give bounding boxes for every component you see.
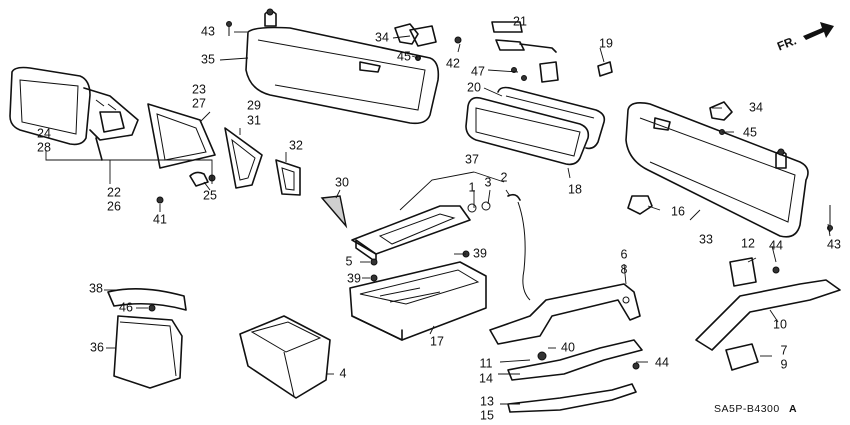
callout-2: 2	[501, 170, 508, 184]
direction-label: FR.	[775, 33, 798, 53]
callout-25: 25	[203, 188, 217, 202]
callout-28: 28	[37, 140, 51, 154]
callout-34b: 34	[749, 100, 763, 114]
callout-22: 22	[107, 185, 121, 199]
callout-45b: 45	[743, 125, 757, 139]
callout-31: 31	[247, 113, 261, 127]
callout-30: 30	[335, 175, 349, 189]
callout-27: 27	[192, 96, 206, 110]
sunglass-holder	[107, 288, 187, 389]
callout-33: 33	[699, 232, 713, 246]
callout-19: 19	[599, 36, 613, 50]
sun-visor-right	[625, 101, 833, 238]
callout-12: 12	[741, 236, 755, 250]
callout-7: 7	[781, 343, 788, 357]
glove-box	[349, 261, 487, 341]
diagram-reference-code: SA5P-B4300 A	[714, 403, 797, 415]
front-direction-indicator: FR.	[775, 22, 834, 54]
callout-37: 37	[465, 152, 479, 166]
callout-38: 38	[89, 281, 103, 295]
callout-23: 23	[192, 82, 206, 96]
callout-14: 14	[479, 371, 493, 385]
callout-45: 45	[397, 49, 411, 63]
diagram-code-suffix: A	[789, 403, 797, 415]
callout-29: 29	[247, 98, 261, 112]
roof-console	[351, 193, 531, 301]
callout-47: 47	[471, 64, 485, 78]
callout-46: 46	[119, 300, 133, 314]
callout-26: 26	[107, 199, 121, 213]
rearview-mirror	[454, 21, 613, 166]
leader-lines	[45, 21, 831, 405]
outside-mirror	[9, 66, 139, 161]
callout-3: 3	[485, 175, 492, 189]
callout-16: 16	[671, 204, 685, 218]
callout-35: 35	[201, 52, 215, 66]
callout-10: 10	[773, 317, 787, 331]
callout-36: 36	[90, 340, 104, 354]
callout-39: 39	[473, 246, 487, 260]
callout-24: 24	[37, 126, 51, 140]
callout-15: 15	[480, 408, 494, 422]
callout-9: 9	[781, 357, 788, 371]
door-corner-garnish	[147, 103, 348, 229]
callout-21: 21	[513, 14, 527, 28]
callout-32: 32	[289, 138, 303, 152]
callout-43b: 43	[827, 237, 841, 251]
callout-6: 6	[621, 247, 628, 261]
diagram-code: SA5P-B4300	[714, 403, 780, 415]
callout-40: 40	[561, 340, 575, 354]
callout-44b: 44	[769, 238, 783, 252]
callout-43: 43	[201, 24, 215, 38]
callout-42: 42	[446, 56, 460, 70]
callout-5: 5	[346, 254, 353, 268]
callout-4: 4	[340, 366, 347, 380]
callout-41: 41	[153, 212, 167, 226]
callout-44: 44	[655, 355, 669, 369]
callout-20: 20	[467, 80, 481, 94]
coin-box	[239, 315, 331, 399]
callout-1: 1	[469, 180, 476, 194]
mounting-brackets	[489, 257, 841, 413]
callout-39b: 39	[347, 271, 361, 285]
callout-labels: 43 35 34 45 21 42 47 19 20 18 34 45 16 3…	[37, 14, 841, 422]
small-fasteners	[409, 25, 653, 215]
callout-13: 13	[480, 394, 494, 408]
callout-17: 17	[430, 334, 444, 348]
callout-11: 11	[480, 356, 493, 370]
callout-34: 34	[375, 30, 389, 44]
front-arrow-icon	[803, 22, 834, 40]
callout-18: 18	[568, 182, 582, 196]
callout-8: 8	[621, 262, 628, 276]
